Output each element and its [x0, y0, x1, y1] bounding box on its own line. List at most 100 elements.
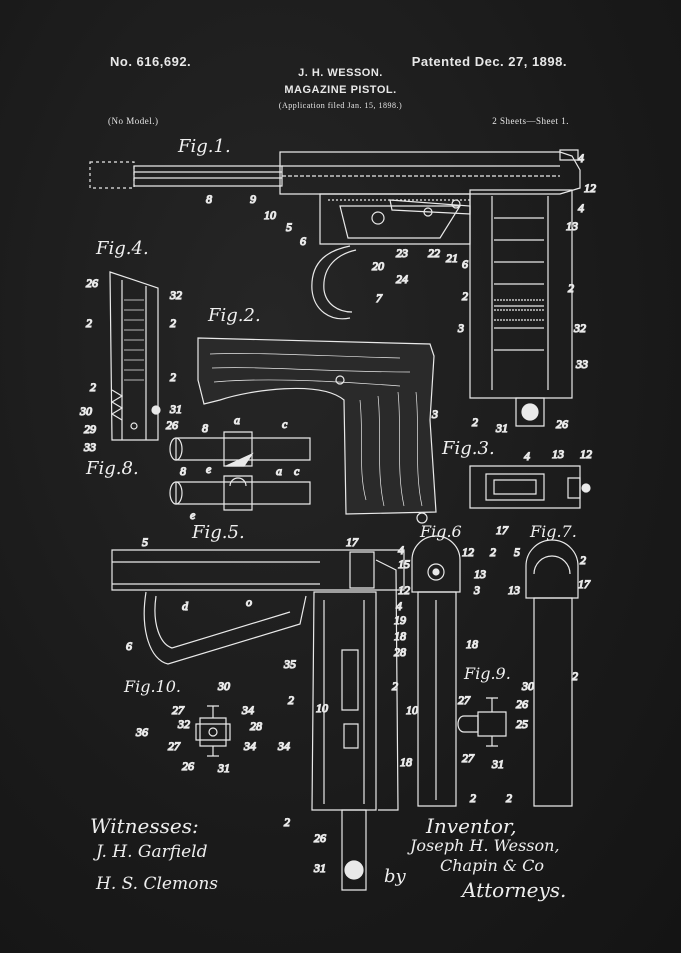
fig1-ref-33: 33 [575, 357, 588, 371]
fig4-ref-26b: 26 [166, 418, 178, 432]
witness-signature-2: H. S. Clemons [96, 874, 219, 894]
fig2-grip-stock [198, 338, 436, 523]
fig8-label: Fig.8. [86, 458, 139, 479]
fig4-ref-2d: 2 [170, 370, 176, 384]
fig5-ref-34: 34 [277, 739, 290, 753]
fig4-ref-2: 2 [86, 316, 92, 330]
fig8-ref-c: c [282, 417, 288, 431]
fig9-ref-31: 31 [491, 757, 504, 771]
fig3-reference-numbers: 4 13 12 17 [495, 446, 592, 537]
fig8-ref-e: e [206, 462, 212, 476]
fig7-ref-2c: 2 [506, 791, 512, 805]
fig7-ref-2: 2 [580, 553, 586, 567]
fig5-ref-12: 12 [398, 583, 410, 597]
fig9-reference-numbers: 27 30 26 25 27 31 [457, 678, 534, 771]
fig1-ref-10: 10 [264, 208, 276, 222]
witness-signature-1: J. H. Garfield [96, 842, 208, 862]
fig1-ref-4: 4 [578, 151, 584, 165]
fig9-ref-30: 30 [521, 679, 534, 693]
fig10-detail [196, 706, 230, 756]
fig5-ref-6: 6 [126, 639, 132, 653]
fig4-reference-numbers: 26 32 2 2 2 2 30 31 29 26 33 [78, 275, 182, 454]
fig9-ref-26: 26 [516, 697, 528, 711]
attorneys-firm-signature: Chapin & Co [440, 856, 545, 875]
fig3-ref-12: 12 [580, 447, 592, 461]
fig4-label: Fig.4. [96, 238, 149, 259]
fig6-ref-2: 2 [490, 545, 496, 559]
fig4-ref-31: 31 [169, 402, 182, 416]
fig10-ref-32: 32 [177, 717, 190, 731]
fig4-magazine-section [110, 272, 160, 440]
fig5-ref-d: d [182, 599, 189, 613]
fig5-ref-10b: 10 [406, 703, 418, 717]
fig8-reference-numbers: 8 a c 8 e a c e [179, 412, 300, 522]
fig9-label: Fig.9. [464, 664, 511, 683]
fig9-ref-25: 25 [516, 717, 528, 731]
fig1-ref-13: 13 [566, 219, 578, 233]
fig10-reference-numbers: 30 27 34 32 28 36 27 34 26 31 [134, 678, 262, 775]
fig8-ref-c2: c [294, 464, 300, 478]
fig1-label: Fig.1. [178, 136, 231, 157]
inventor-label: Inventor, [426, 814, 517, 838]
fig1-ref-32: 32 [573, 321, 586, 335]
fig5-ref-26: 26 [314, 831, 326, 845]
fig7-ref-13: 13 [508, 583, 520, 597]
fig1-ref-22: 22 [428, 246, 440, 260]
fig7-label: Fig.7. [530, 522, 577, 541]
fig5-ref-18b: 18 [400, 755, 412, 769]
fig5-ref-4b: 4 [396, 599, 402, 613]
by-label: by [384, 866, 406, 887]
fig1-ref-2: 2 [462, 289, 468, 303]
fig10-ref-26: 26 [182, 759, 194, 773]
fig1-ref-2c: 2 [472, 415, 478, 429]
fig5-ref-10: 10 [316, 701, 328, 715]
attorneys-label: Attorneys. [462, 878, 567, 902]
fig5-ref-2c: 2 [284, 815, 290, 829]
fig1-ref-23: 23 [396, 246, 408, 260]
fig5-label: Fig.5. [192, 522, 245, 543]
fig10-ref-34b: 34 [243, 739, 256, 753]
fig9-detail [458, 698, 506, 746]
fig5-ref-4: 4 [398, 543, 404, 557]
fig9-ref-27: 27 [458, 693, 471, 707]
fig7-ref-17: 17 [578, 577, 591, 591]
fig1-ref-8: 8 [206, 192, 212, 206]
fig10-ref-27b: 27 [168, 739, 181, 753]
fig1-ref-24: 24 [396, 272, 408, 286]
fig10-ref-27: 27 [172, 703, 185, 717]
fig6-reference-numbers: 12 2 13 3 18 2 [461, 544, 496, 805]
fig1-ref-20: 20 [372, 259, 384, 273]
fig6-end-view [412, 536, 460, 806]
fig4-ref-26: 26 [86, 276, 98, 290]
fig1-ref-4b: 4 [578, 201, 584, 215]
application-filed: (Application filed Jan. 15, 1898.) [278, 101, 403, 110]
fig6-ref-2b: 2 [470, 791, 476, 805]
patent-date: Patented Dec. 27, 1898. [411, 54, 567, 69]
fig1-ref-7: 7 [376, 291, 383, 305]
fig8-ref-8: 8 [202, 421, 208, 435]
fig1-ref-6b: 6 [462, 257, 468, 271]
fig4-ref-2c: 2 [90, 380, 96, 394]
fig4-ref-30: 30 [79, 404, 92, 418]
inventor-signature: Joseph H. Wesson, [410, 836, 560, 855]
fig4-ref-29: 29 [84, 422, 96, 436]
fig2-ref-3: 3 [431, 407, 438, 421]
fig10-ref-28: 28 [250, 719, 262, 733]
fig1-ref-31: 31 [495, 421, 508, 435]
witnesses-label: Witnesses: [90, 814, 199, 838]
fig1-ref-2b: 2 [568, 281, 574, 295]
fig1-ref-9: 9 [250, 192, 256, 206]
fig1-ref-3: 3 [457, 321, 464, 335]
fig5-ref-15: 15 [398, 557, 410, 571]
fig2-label: Fig.2. [208, 305, 261, 326]
fig3-ref-13: 13 [552, 447, 564, 461]
fig10-ref-34: 34 [241, 703, 254, 717]
sheet-count: 2 Sheets—Sheet 1. [492, 116, 569, 126]
fig3-ref-17: 17 [496, 523, 509, 537]
fig10-ref-31: 31 [217, 761, 230, 775]
fig8-barrel-detail [170, 432, 310, 510]
fig5-ref-35: 35 [283, 657, 296, 671]
fig1-ref-21: 21 [446, 251, 458, 265]
fig3-label: Fig.3. [442, 438, 495, 459]
